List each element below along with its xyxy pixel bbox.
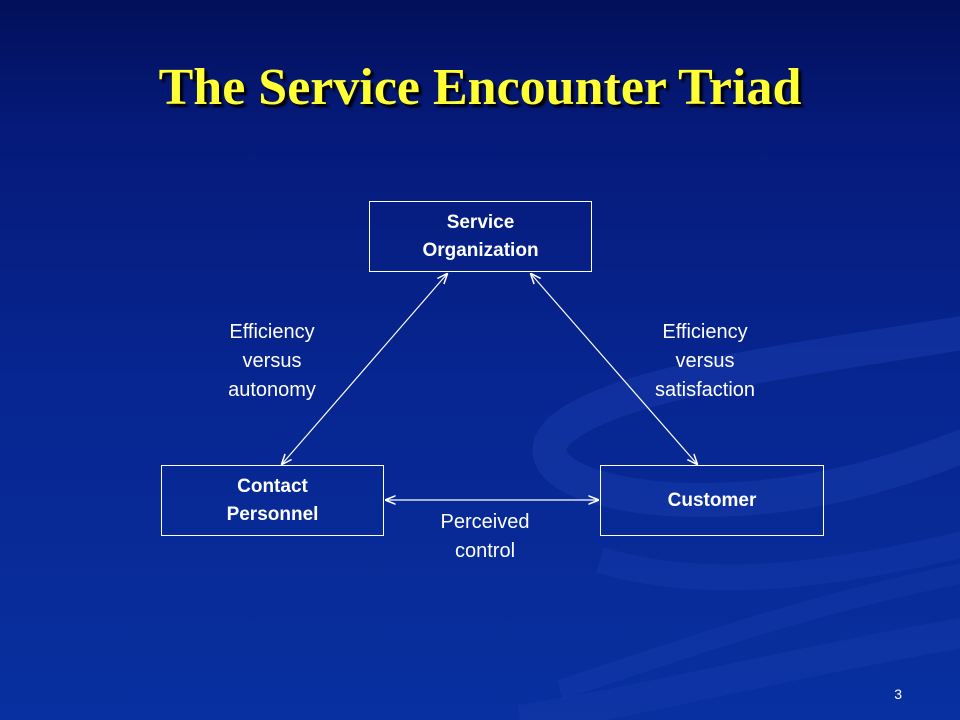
slide-title: The Service Encounter Triad xyxy=(158,59,802,116)
arrow-organization-customer xyxy=(531,274,697,464)
edge-label-perceived-control: Perceived control xyxy=(440,511,530,562)
node-customer-label: Customer xyxy=(667,489,757,511)
page-number: 3 xyxy=(894,686,902,702)
edge-label-efficiency-autonomy: Efficiency versus autonomy xyxy=(228,321,316,401)
node-service-organization: Service Organization xyxy=(369,201,592,272)
node-contact-personnel-label: Contact Personnel xyxy=(226,475,319,525)
node-service-organization-label: Service Organization xyxy=(422,211,539,261)
edge-label-efficiency-satisfaction: Efficiency versus satisfaction xyxy=(654,321,756,401)
node-customer: Customer xyxy=(600,465,824,536)
node-contact-personnel: Contact Personnel xyxy=(161,465,384,536)
arrow-organization-personnel xyxy=(282,274,447,464)
